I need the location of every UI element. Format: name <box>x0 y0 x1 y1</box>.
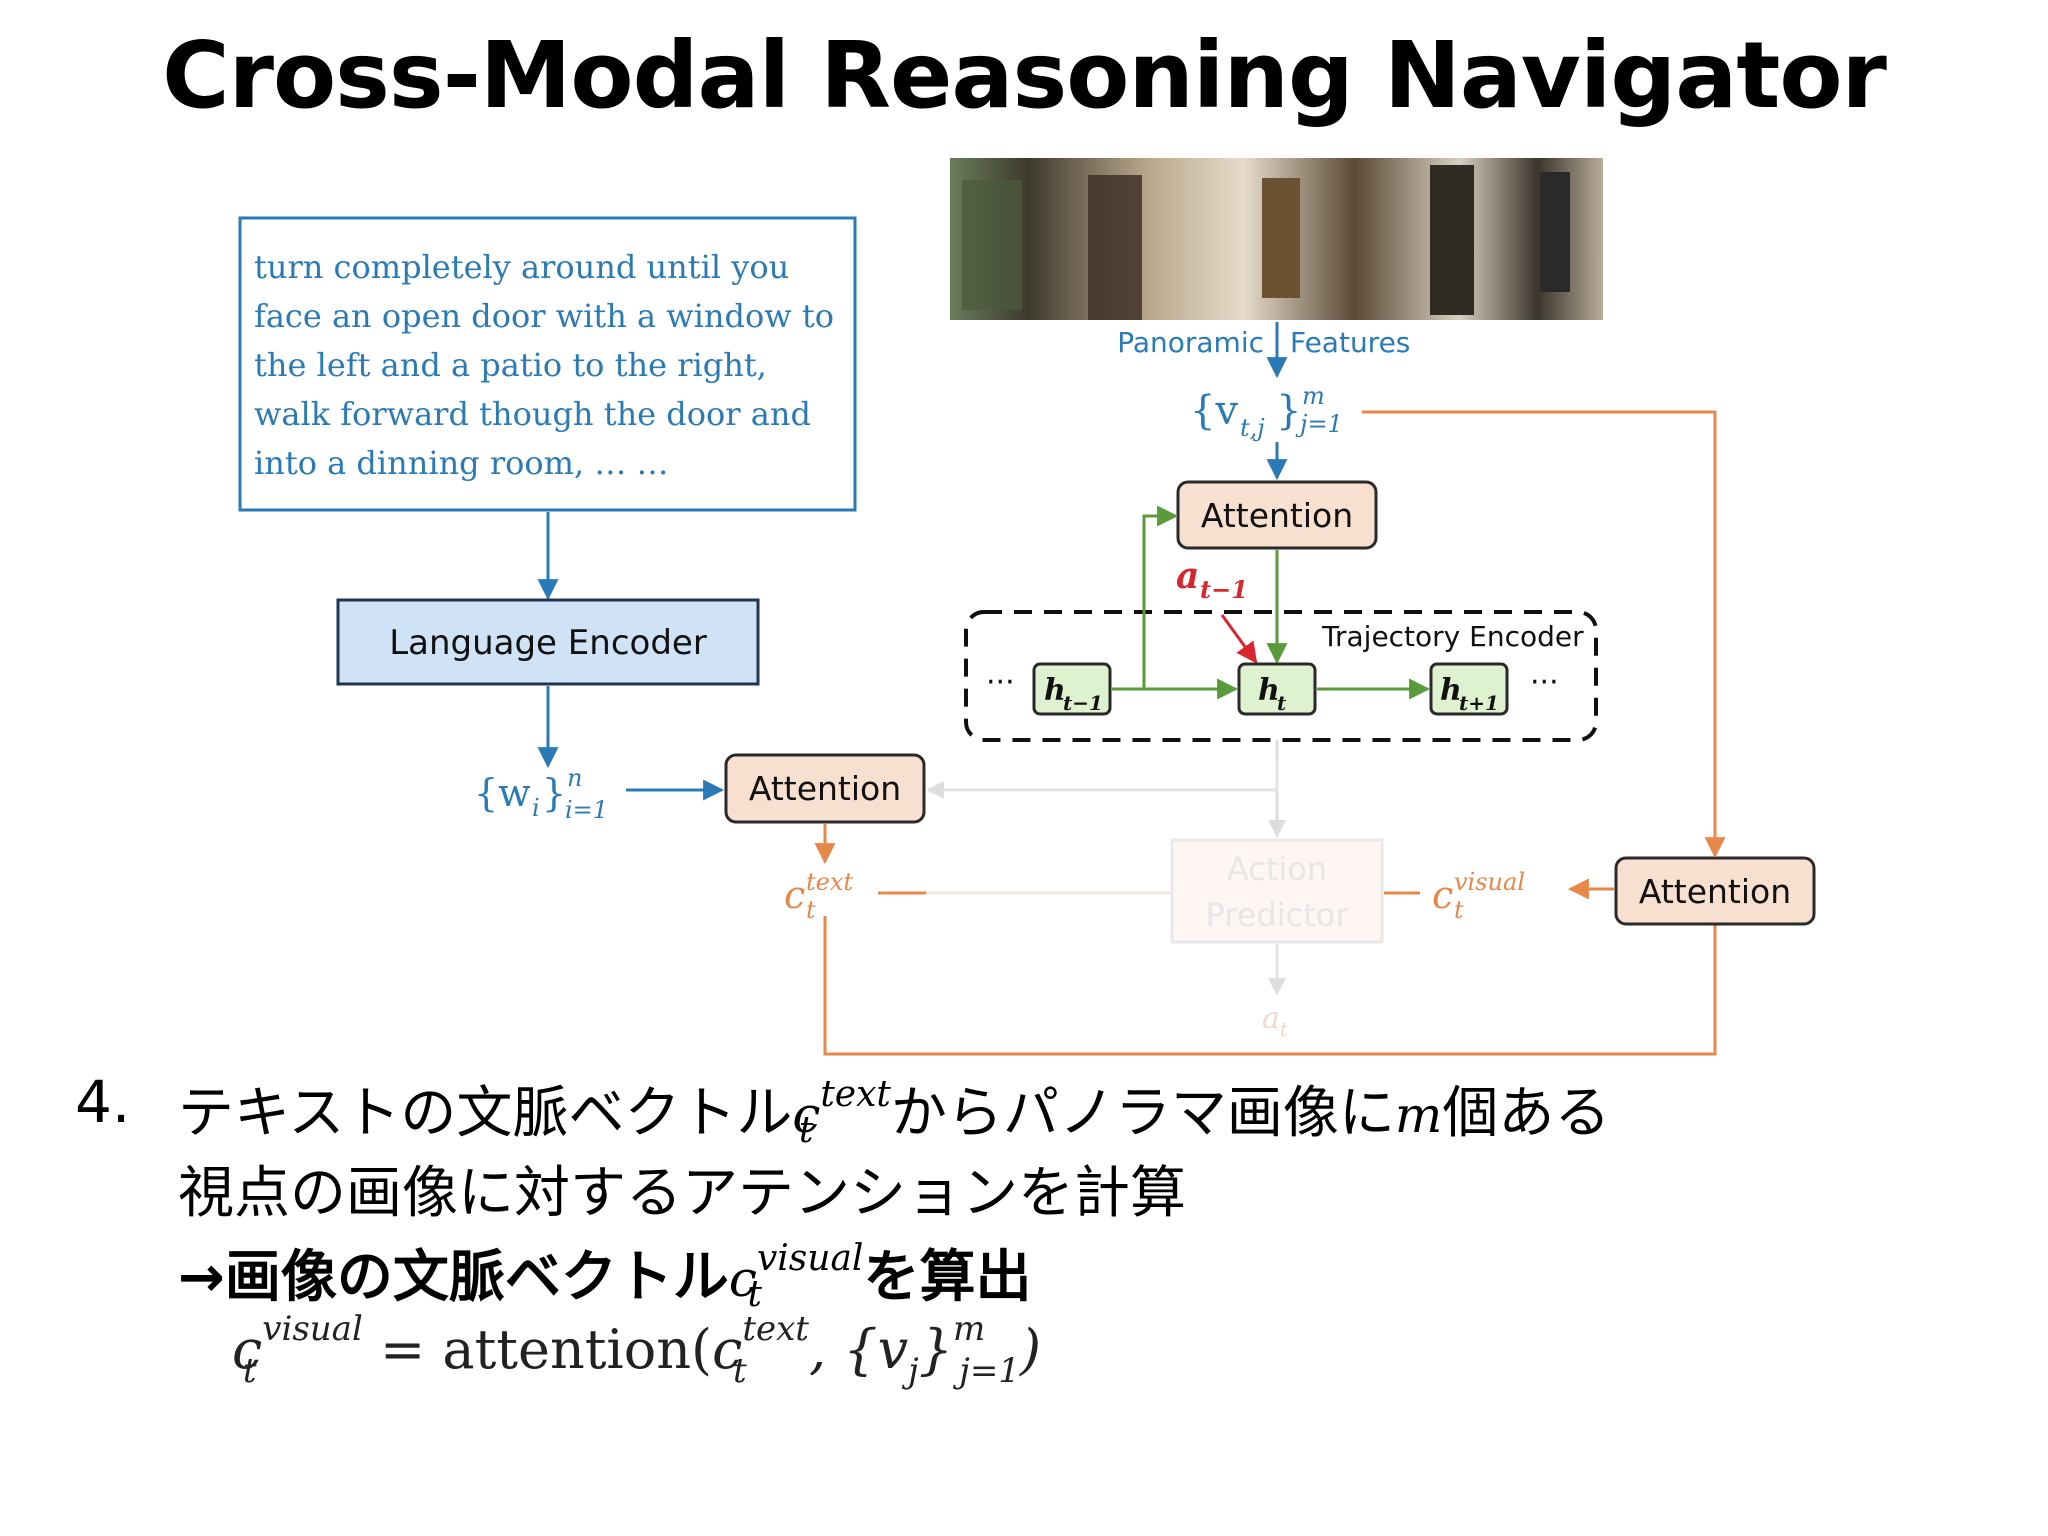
bullet-number: 4. <box>75 1068 131 1136</box>
svg-text:c: c <box>784 873 805 917</box>
h-next-label: h t+1 <box>1440 673 1499 715</box>
svg-text:j=1: j=1 <box>1295 410 1343 438</box>
instruction-line: walk forward though the door and <box>254 395 811 433</box>
h-next-box <box>1429 662 1509 716</box>
panoramic-label: Panoramic <box>1117 326 1264 359</box>
svg-text:c: c <box>1432 873 1453 917</box>
instruction-line: into a dinning room, … … <box>254 444 669 482</box>
h-current-label: h t <box>1258 673 1287 715</box>
h-current-box <box>1237 662 1317 716</box>
svg-text:i: i <box>532 794 540 822</box>
action-output-label: a t <box>1262 1001 1289 1041</box>
attention-left-box <box>724 753 926 824</box>
svg-text:{w: {w <box>474 771 531 815</box>
svg-text:n: n <box>567 764 582 792</box>
svg-text:t,j: t,j <box>1240 414 1265 442</box>
h-prev-label: h t−1 <box>1044 673 1103 715</box>
svg-text:t+1: t+1 <box>1459 691 1499 715</box>
language-encoder-label: Language Encoder <box>389 623 707 663</box>
slide-title: Cross-Modal Reasoning Navigator <box>162 22 1887 129</box>
h-prev-box <box>1032 662 1112 716</box>
svg-text:a: a <box>1262 1001 1280 1036</box>
attention-right-label: Attention <box>1639 872 1791 911</box>
attention-formula: cvisualt = attention(ctextt, {vj}mj=1) <box>232 1309 1042 1391</box>
ellipsis-left: ··· <box>986 665 1015 700</box>
svg-text:visual: visual <box>1454 868 1525 896</box>
text-context-label: c text t <box>784 868 853 924</box>
navigator-diagram: turn completely around until you face an… <box>238 158 1816 1056</box>
action-predictor-box <box>1170 838 1384 944</box>
action-predictor-label: Action <box>1227 850 1327 888</box>
ellipsis-right: ··· <box>1530 665 1559 700</box>
panoramic-features-label: {v t,j } m j=1 <box>1190 382 1343 442</box>
bullet-line-2: 視点の画像に対するアテンションを計算 <box>178 1161 1186 1226</box>
svg-text:t: t <box>1280 1017 1289 1041</box>
visual-context-label: c visual t <box>1432 868 1525 924</box>
svg-text:}: } <box>542 771 566 815</box>
svg-text:i=1: i=1 <box>565 796 608 824</box>
instruction-line: the left and a patio to the right, <box>254 346 767 384</box>
attention-top-label: Attention <box>1201 496 1353 535</box>
svg-text:m: m <box>1302 382 1325 410</box>
svg-text:text: text <box>806 868 853 896</box>
svg-text:t−1: t−1 <box>1200 575 1248 604</box>
svg-text:t: t <box>806 896 816 924</box>
svg-text:t−1: t−1 <box>1063 691 1103 715</box>
svg-text:t: t <box>1454 896 1464 924</box>
instruction-line: turn completely around until you <box>254 248 789 286</box>
features-label: Features <box>1290 326 1410 359</box>
language-encoder-box <box>336 598 760 686</box>
svg-text:{v: {v <box>1190 388 1238 434</box>
svg-text:h: h <box>1044 673 1066 708</box>
trajectory-encoder-box <box>964 610 1598 742</box>
trajectory-encoder-label: Trajectory Encoder <box>1321 620 1584 653</box>
svg-text:t: t <box>1277 691 1287 715</box>
instruction-box <box>238 216 857 512</box>
previous-action-label: a t−1 <box>1176 555 1248 604</box>
instruction-line: face an open door with a window to <box>254 297 834 335</box>
action-predictor-label: Predictor <box>1206 896 1350 934</box>
svg-text:a: a <box>1176 555 1199 597</box>
word-features-label: {w i } n i=1 <box>474 764 608 824</box>
svg-text:}: } <box>1276 388 1301 434</box>
attention-left-label: Attention <box>749 769 901 808</box>
svg-text:h: h <box>1440 673 1462 708</box>
svg-text:h: h <box>1258 673 1280 708</box>
